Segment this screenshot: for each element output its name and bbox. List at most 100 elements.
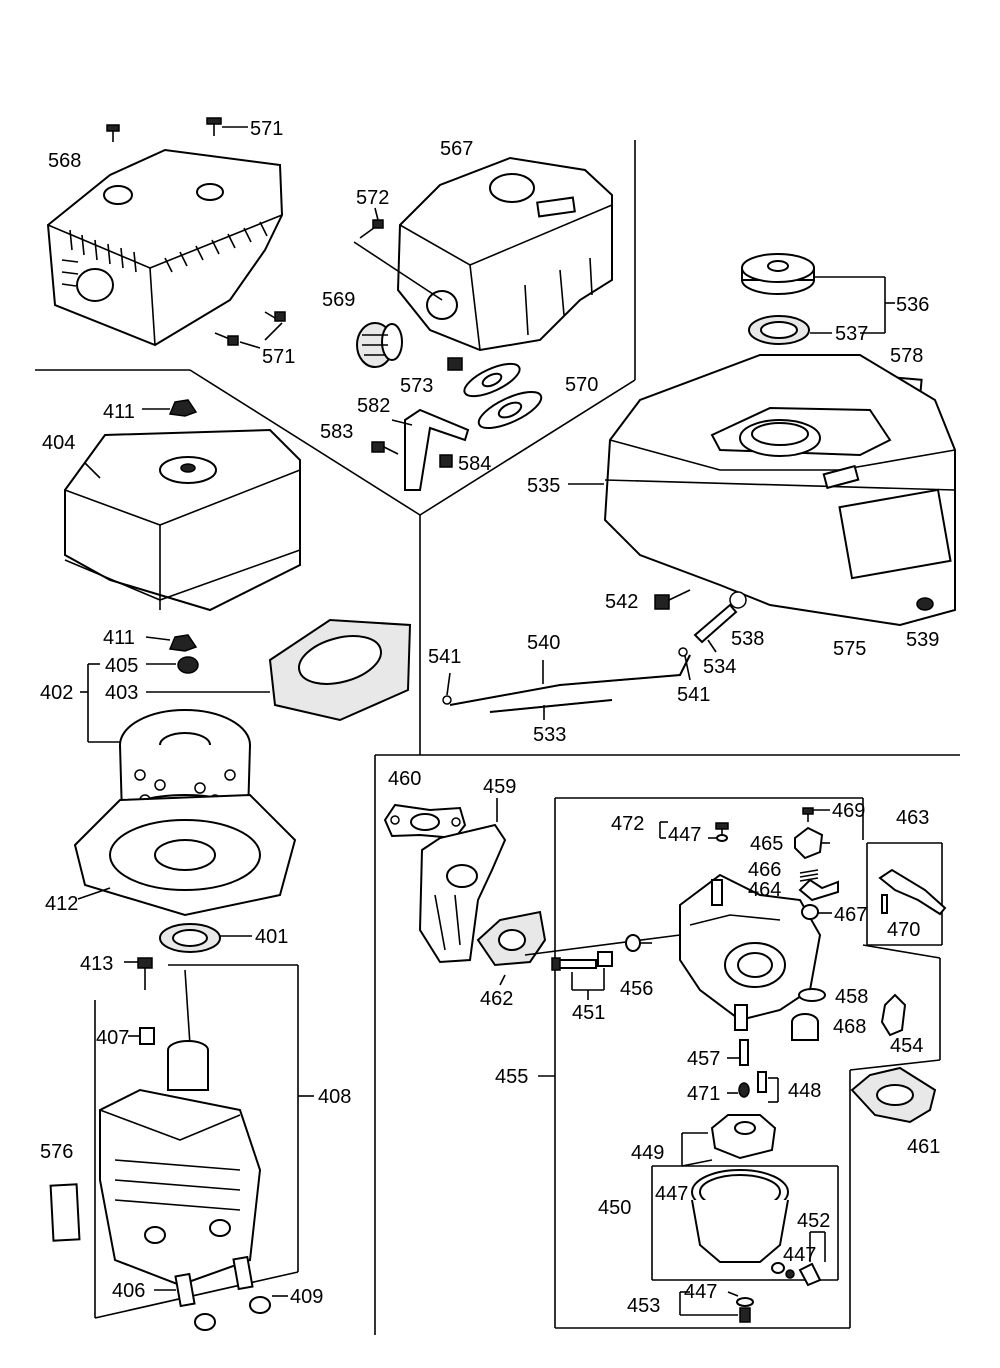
label-467: 467 xyxy=(834,904,867,926)
foam-element-403 xyxy=(146,618,412,722)
label-576 xyxy=(49,1183,81,1242)
gasket-401 xyxy=(159,923,252,953)
label-411-bottom: 411 xyxy=(103,627,135,649)
nut-405 xyxy=(146,656,199,674)
label-535: 535 xyxy=(527,475,560,497)
label-542: 542 xyxy=(605,591,638,613)
fuel-line-540 xyxy=(442,647,691,720)
label-567: 567 xyxy=(440,138,473,160)
label-540: 540 xyxy=(527,632,560,654)
parts-458-468-454 xyxy=(791,988,907,1041)
gasket-461 xyxy=(850,1066,937,1124)
bracket-402 xyxy=(80,663,125,743)
label-573: 573 xyxy=(400,375,433,397)
label-459: 459 xyxy=(483,776,516,798)
label-411-top: 411 xyxy=(103,401,135,423)
callout-labels: 568 571 571 567 572 569 573 570 582 583 … xyxy=(40,118,940,1317)
label-412: 412 xyxy=(45,893,78,915)
label-463: 463 xyxy=(896,807,929,829)
label-537: 537 xyxy=(835,323,868,345)
label-447-top: 447 xyxy=(668,824,701,846)
label-470: 470 xyxy=(887,919,920,941)
label-538: 538 xyxy=(731,628,764,650)
fuel-valve-534 xyxy=(693,591,747,653)
label-405: 405 xyxy=(105,655,138,677)
label-449: 449 xyxy=(631,1142,664,1164)
screw-456 xyxy=(625,934,652,952)
label-584: 584 xyxy=(458,453,491,475)
label-575: 575 xyxy=(833,638,866,660)
label-409: 409 xyxy=(290,1286,323,1308)
insulator-459 xyxy=(418,798,507,964)
label-568: 568 xyxy=(48,150,81,172)
nut-573 xyxy=(447,357,463,371)
gasket-460 xyxy=(383,803,467,840)
label-572: 572 xyxy=(356,187,389,209)
label-576: 576 xyxy=(40,1141,73,1163)
label-404: 404 xyxy=(42,432,75,454)
bolt-413 xyxy=(124,957,153,990)
muffler-cover xyxy=(46,148,284,347)
float-bowl-450 xyxy=(651,1165,839,1287)
label-464: 464 xyxy=(748,879,781,901)
gasket-537 xyxy=(748,315,832,345)
label-453: 453 xyxy=(627,1295,660,1317)
wing-nut-411-bottom xyxy=(145,634,198,652)
label-456: 456 xyxy=(620,978,653,1000)
label-450: 450 xyxy=(598,1197,631,1219)
label-536: 536 xyxy=(896,294,929,316)
drain-453 xyxy=(679,1291,754,1323)
label-570: 570 xyxy=(565,374,598,396)
label-462: 462 xyxy=(480,988,513,1010)
screw-571-top xyxy=(106,117,248,142)
section-dividers xyxy=(35,140,960,1335)
label-571-top: 571 xyxy=(250,118,283,140)
label-583: 583 xyxy=(320,421,353,443)
label-403: 403 xyxy=(105,682,138,704)
carburetor-body-455 xyxy=(524,797,941,1329)
label-447-side: 447 xyxy=(783,1244,816,1266)
label-451: 451 xyxy=(572,1002,605,1024)
label-471: 471 xyxy=(687,1083,720,1105)
label-533: 533 xyxy=(533,724,566,746)
label-539: 539 xyxy=(906,629,939,651)
label-447-bowl: 447 xyxy=(655,1183,688,1205)
label-469: 469 xyxy=(832,800,865,822)
float-449 xyxy=(681,1114,777,1167)
label-465: 465 xyxy=(750,833,783,855)
fuel-cap-536 xyxy=(741,253,895,334)
needle-457-471-448 xyxy=(727,1039,779,1103)
label-413: 413 xyxy=(80,953,113,975)
label-401: 401 xyxy=(255,926,288,948)
elbow-housing-408 xyxy=(94,964,314,1319)
label-466: 466 xyxy=(748,859,781,881)
label-406: 406 xyxy=(112,1280,145,1302)
muffler xyxy=(353,156,613,352)
label-461: 461 xyxy=(907,1136,940,1158)
linkage-463 xyxy=(866,842,947,946)
bracket-582 xyxy=(371,408,470,491)
label-569: 569 xyxy=(322,289,355,311)
screw-572 xyxy=(359,207,384,239)
gaskets-570 xyxy=(463,362,543,430)
top-parts-469-467 xyxy=(659,807,839,920)
label-468: 468 xyxy=(833,1016,866,1038)
bolt-542 xyxy=(654,589,691,610)
label-454: 454 xyxy=(890,1035,923,1057)
wing-nut-411-top xyxy=(142,399,198,417)
spark-arrester-569 xyxy=(356,322,403,368)
fuel-tank xyxy=(568,354,956,627)
screws-571-bottom xyxy=(214,311,286,349)
label-460: 460 xyxy=(388,768,421,790)
label-452: 452 xyxy=(797,1210,830,1232)
label-448: 448 xyxy=(788,1080,821,1102)
screw-451 xyxy=(551,951,613,1000)
label-457: 457 xyxy=(687,1048,720,1070)
label-455: 455 xyxy=(495,1066,528,1088)
label-582: 582 xyxy=(357,395,390,417)
label-402: 402 xyxy=(40,682,73,704)
base-412 xyxy=(73,793,297,917)
gasket-462 xyxy=(476,910,547,986)
